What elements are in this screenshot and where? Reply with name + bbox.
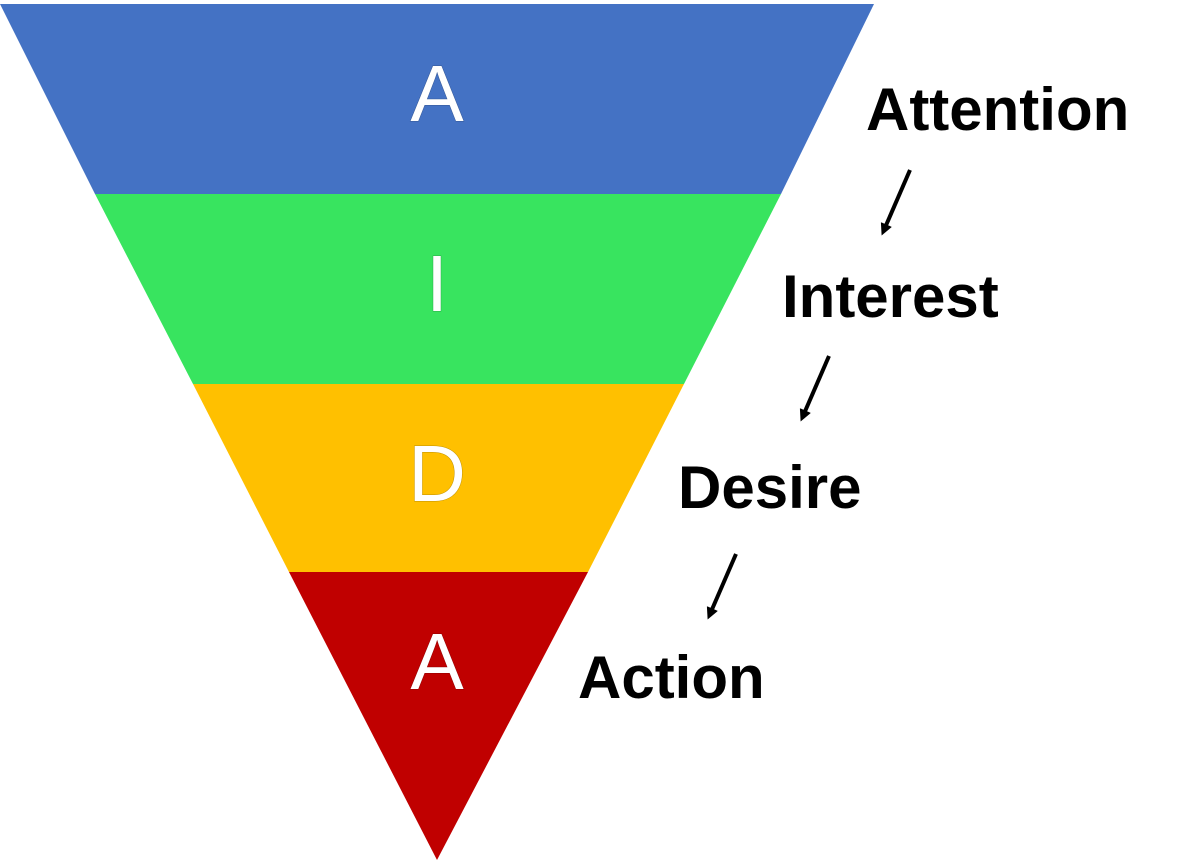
- funnel-tier-interest: [95, 194, 781, 384]
- stage-label-interest: Interest: [782, 263, 999, 330]
- funnel-tier-action: [289, 572, 588, 860]
- arrow-interest-to-desire: [799, 355, 831, 422]
- arrow-attention-to-interest: [880, 169, 912, 236]
- stage-label-desire: Desire: [678, 454, 862, 521]
- tier-letter-desire: D: [408, 429, 466, 518]
- stage-label-action: Action: [578, 644, 765, 711]
- tier-letter-interest: I: [426, 239, 448, 328]
- funnel-tier-attention: [0, 4, 874, 194]
- arrow-desire-to-action: [706, 553, 738, 620]
- stage-label-attention: Attention: [866, 76, 1130, 143]
- tier-letter-action: A: [410, 617, 464, 706]
- tier-letter-attention: A: [410, 49, 464, 138]
- funnel-tier-desire: [193, 384, 684, 572]
